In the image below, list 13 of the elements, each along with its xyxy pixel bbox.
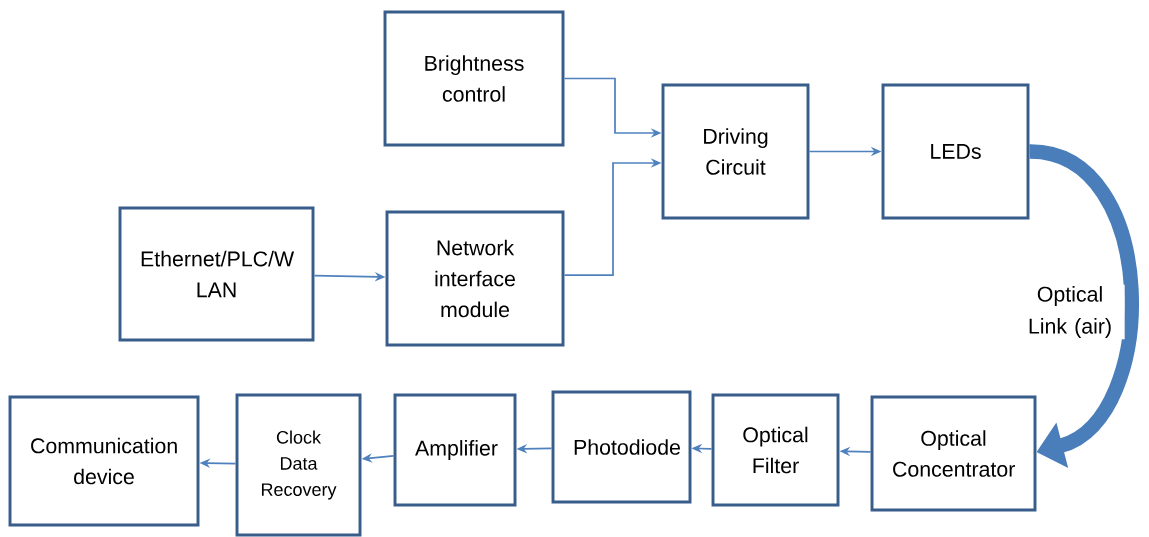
- process-box: Brightness control: [383, 10, 565, 147]
- process-box: Optical Concentrator: [870, 395, 1037, 512]
- process-box: Photodiode: [551, 390, 692, 504]
- process-box: Network interface module: [385, 210, 565, 347]
- process-box: Ethernet/PLC/W LAN: [118, 206, 315, 342]
- process-box: Driving Circuit: [661, 83, 810, 220]
- process-box: Clock Data Recovery: [235, 393, 362, 537]
- edge-label: Optical Link (air): [1015, 284, 1125, 340]
- process-box: LEDs: [881, 83, 1030, 220]
- process-box: Optical Filter: [711, 393, 840, 507]
- process-box: Amplifier: [393, 393, 517, 507]
- process-box: Communication device: [8, 395, 200, 527]
- arrow: [1028, 144, 1139, 469]
